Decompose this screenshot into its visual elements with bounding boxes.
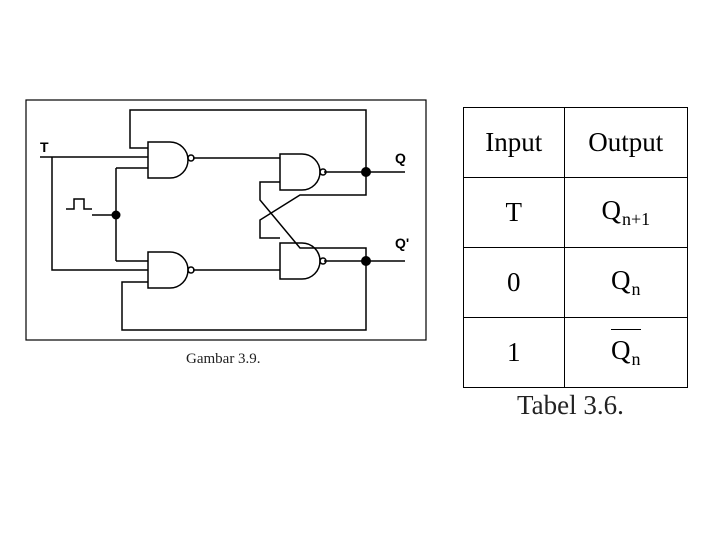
output-cell: Qn xyxy=(563,247,689,318)
nand-gate-3 xyxy=(147,251,189,289)
table-caption: Tabel 3.6. xyxy=(517,390,624,420)
nand-gate-1-bubble xyxy=(187,154,195,162)
cross-wire-qbar xyxy=(259,181,367,261)
table-row: 0 Qn xyxy=(463,247,689,318)
input-t-label: T xyxy=(40,139,49,155)
nand-gate-2-bubble xyxy=(319,168,327,176)
junction-dot-clock xyxy=(111,210,121,220)
table-row: T Qn+1 xyxy=(463,177,689,248)
figure-caption: Gambar 3.9. xyxy=(186,351,261,367)
nand-gate-1 xyxy=(147,141,189,179)
table-header-row: Input Output xyxy=(463,107,689,178)
nand-gate-4-bubble xyxy=(319,257,327,265)
feedback-wire-bottom xyxy=(121,262,367,331)
feedback-wire-top xyxy=(129,109,367,172)
output-q-value: Qn xyxy=(611,265,641,299)
output-qbar-label: Q' xyxy=(395,235,409,251)
cross-wire-q xyxy=(259,172,367,239)
input-cell: 1 xyxy=(463,317,565,388)
nand-gate-2 xyxy=(279,153,321,191)
table-row: 1 Qn xyxy=(463,317,689,388)
input-cell: T xyxy=(463,177,565,248)
junction-dot-qbar xyxy=(361,256,371,266)
output-cell: Qn+1 xyxy=(563,177,689,248)
input-cell: 0 xyxy=(463,247,565,318)
junction-dot-q xyxy=(361,167,371,177)
output-q-label: Q xyxy=(395,150,406,166)
t-input-down-wire xyxy=(51,157,148,271)
output-qbar-value: Qn xyxy=(611,329,641,369)
header-input: Input xyxy=(463,107,565,178)
output-q-value: Qn+1 xyxy=(601,195,651,229)
header-output: Output xyxy=(563,107,689,178)
truth-table: Input Output T Qn+1 0 Qn 1 Qn xyxy=(463,107,689,388)
diagram-frame xyxy=(25,99,427,341)
output-cell: Qn xyxy=(563,317,689,388)
clock-pulse-icon xyxy=(66,198,92,210)
nand-gate-3-bubble xyxy=(187,266,195,274)
